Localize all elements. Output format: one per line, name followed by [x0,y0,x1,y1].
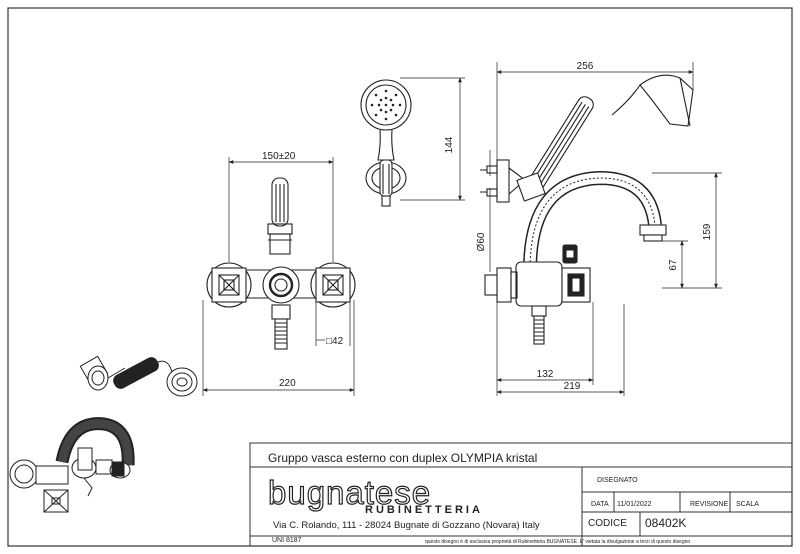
brand-logo-text: bugnatese [267,474,432,511]
dim-side-depth-short: 132 [537,369,554,380]
front-view-dimensions [202,157,355,396]
revision-label: REVISIONE [690,501,729,508]
dim-handshower-height: 144 [444,136,455,153]
dim-outlet-diameter: Ø60 [476,232,487,251]
isometric-handshower [79,355,198,397]
dim-spout-height: 159 [702,223,713,240]
standard-reference: UNI 8187 [272,537,302,544]
side-view-mixer [480,74,694,345]
side-view-dimensions [489,62,722,396]
dim-handle-square: □42 [326,336,344,347]
legal-notice: questo disegno è di esclusiva proprietà … [425,539,691,545]
dim-body-height: 67 [668,259,679,271]
product-title: Gruppo vasca esterno con duplex OLYMPIA … [268,451,538,465]
date-value: 11/01/2022 [617,501,652,508]
handshower-dimension [400,77,465,201]
drawn-label: DISEGNATO [597,477,638,484]
scale-label: SCALA [736,501,759,508]
code-label: CODICE [588,518,627,529]
dim-side-depth-long: 219 [564,381,581,392]
shower-holes [370,89,402,121]
dim-center-distance: 150±20 [262,151,296,162]
handshower-view [360,79,412,207]
dim-spout-reach: 256 [577,61,594,72]
dim-overall-width-front: 220 [279,378,296,389]
date-label: DATA [591,501,609,508]
brand-subtitle: RUBINETTERIA [365,504,483,516]
isometric-mixer [9,417,135,513]
title-block [249,442,793,547]
code-value: 08402K [645,516,687,530]
front-view-mixer [206,177,356,350]
company-address: Via C. Rolando, 111 - 28024 Bugnate di G… [273,520,540,531]
